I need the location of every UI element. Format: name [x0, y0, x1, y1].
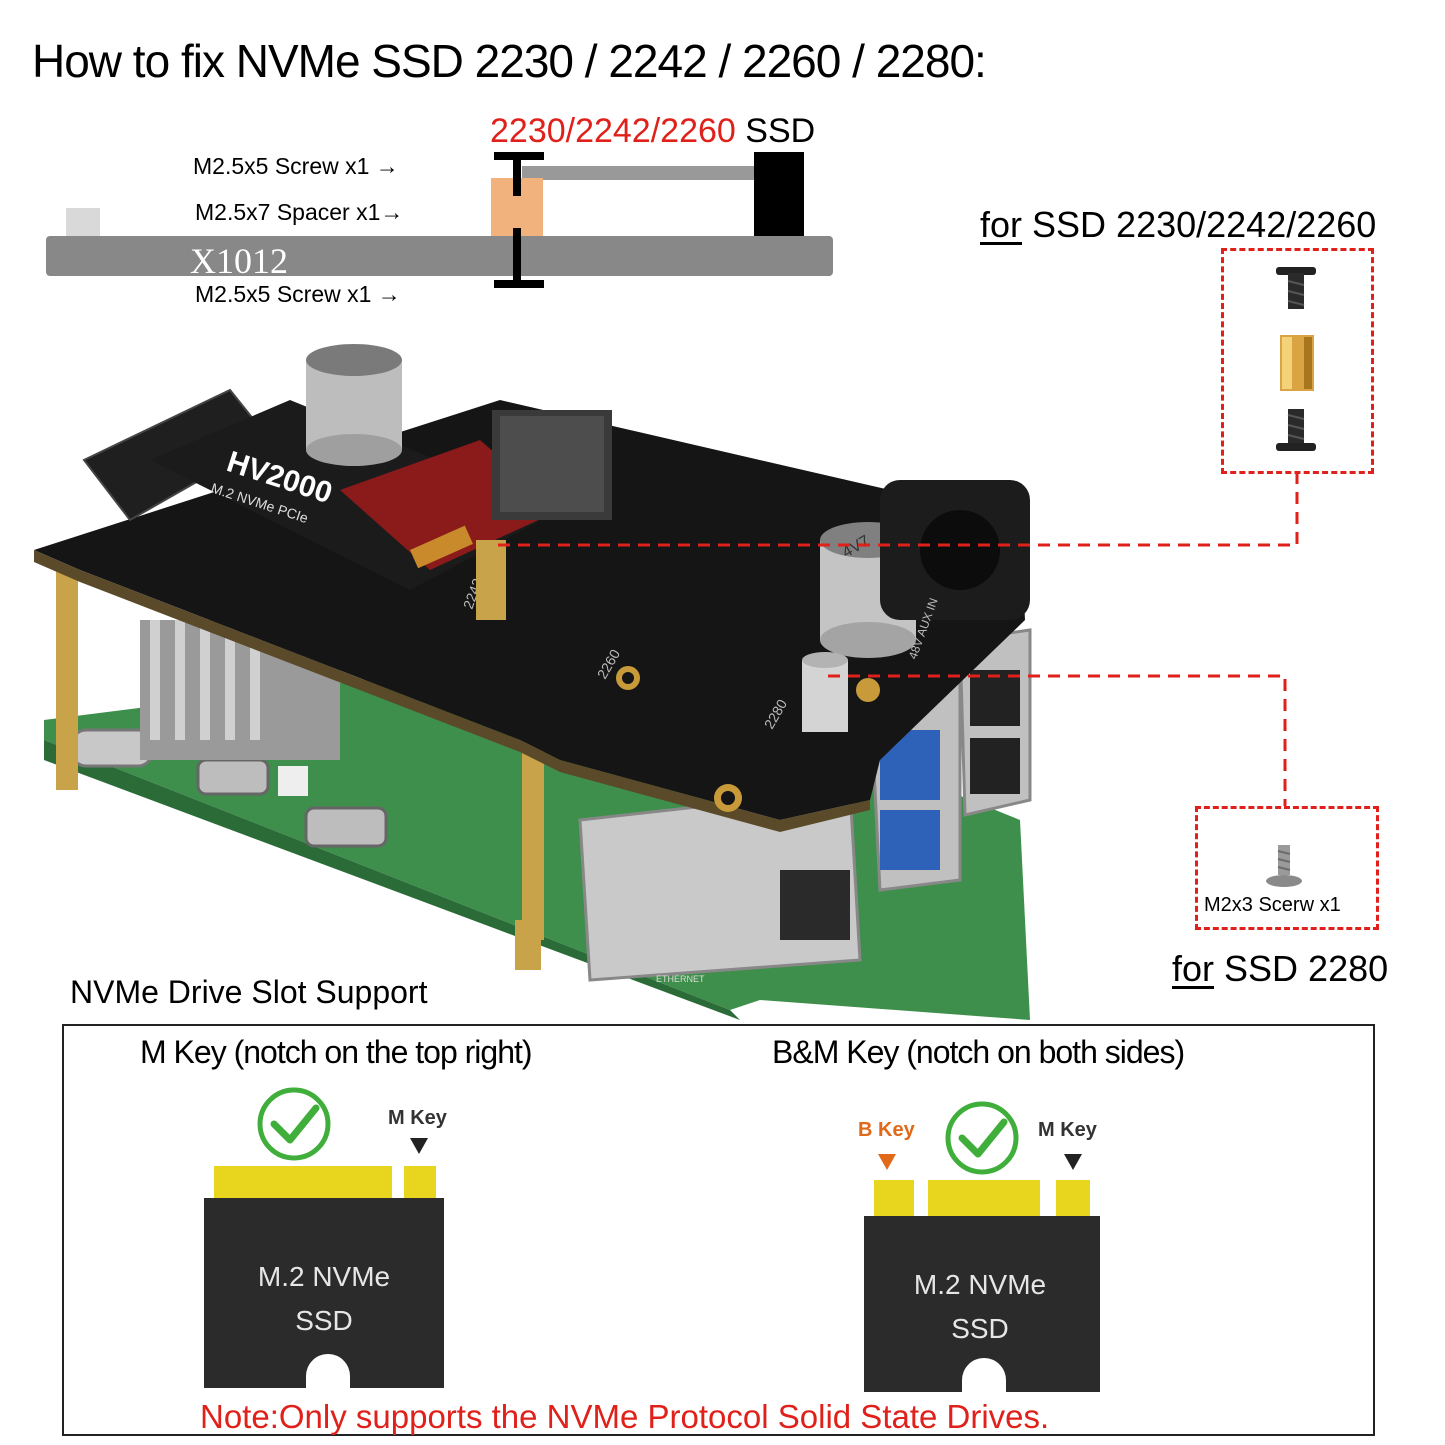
- spacer-label: M2.5x7 Spacer x1→: [195, 199, 404, 225]
- b-key-tag: B Key: [858, 1119, 916, 1141]
- x1012-board-bar: [46, 236, 833, 276]
- kit-a-ssd: SSD 2230/2242/2260: [1032, 204, 1377, 245]
- mounting-hole: [856, 678, 880, 702]
- brass-standoff: [476, 540, 506, 620]
- callout-lines: [498, 474, 1299, 806]
- micro-hdmi-port: [304, 806, 388, 848]
- ssd-size-label: 2230/2242/2260 SSD: [490, 112, 815, 151]
- brass-standoff: [522, 740, 544, 940]
- ethernet-port: ETHERNET: [578, 788, 862, 984]
- m-card-line1: M.2 NVMe: [258, 1261, 390, 1292]
- ssd-end-connector: [754, 152, 804, 236]
- m-key-tag: M Key: [388, 1107, 448, 1129]
- kit-b-for: for: [1172, 948, 1215, 989]
- product-photo: ETHERNET: [34, 344, 1032, 1020]
- bm-card-line1: M.2 NVMe: [914, 1269, 1046, 1300]
- bm-key-title: B&M Key (notch on both sides): [772, 1034, 1185, 1070]
- support-section-title: NVMe Drive Slot Support: [70, 974, 428, 1010]
- protocol-note: Note:Only supports the NVMe Protocol Sol…: [200, 1398, 1050, 1435]
- bottom-screw-label: M2.5x5 Screw x1 →: [195, 281, 401, 307]
- b-key-arrow-icon: [878, 1154, 896, 1170]
- board-name-label: X1012: [190, 241, 288, 281]
- silver-standoff: [802, 660, 848, 732]
- kit-a-parts: [1276, 267, 1316, 451]
- top-screw-shaft: [513, 156, 521, 196]
- kit-b-box: [1195, 806, 1379, 930]
- kit-a-label: for SSD 2230/2242/2260: [980, 204, 1376, 246]
- ssd-size-list: 2230/2242/2260: [490, 112, 736, 150]
- nvme-ssd: HV2000 M.2 NVMe PCIe: [150, 400, 560, 590]
- screw-icon: [1276, 267, 1316, 309]
- page-title: How to fix NVMe SSD 2230 / 2242 / 2260 /…: [32, 35, 987, 87]
- ssd-card-body: [204, 1204, 444, 1388]
- kit-b-label: for SSD 2280: [1172, 948, 1388, 990]
- bottom-screw-shaft: [513, 228, 521, 282]
- board-tab-light: [66, 208, 100, 238]
- support-frame: [62, 1024, 1375, 1436]
- callout-line-a: [498, 474, 1299, 547]
- bottom-screw-head: [494, 280, 544, 288]
- small-screw-icon: [1266, 845, 1302, 887]
- ethernet-silk: ETHERNET: [656, 974, 705, 984]
- bm-card-line2: SSD: [951, 1313, 1009, 1344]
- ssd-card-body: [864, 1216, 1100, 1392]
- brass-standoff: [56, 570, 78, 790]
- gold-contacts: [214, 1166, 392, 1204]
- m-key-tag-2: M Key: [1038, 1119, 1098, 1141]
- ssd-word: SSD: [745, 112, 816, 150]
- bm-key-card: B Key M Key M.2 NVMe SSD: [858, 1101, 1100, 1392]
- kit-a-for: for: [980, 204, 1023, 245]
- kit-a-box: [1221, 248, 1374, 474]
- m-key-title: M Key (notch on the top right): [140, 1034, 533, 1070]
- gold-contacts: [874, 1180, 914, 1216]
- capacitor: [306, 344, 402, 466]
- m-key-card: M Key M.2 NVMe SSD: [204, 1087, 448, 1388]
- brass-standoff: [515, 920, 541, 970]
- small-screw-label: M2x3 Scerw x1: [1204, 894, 1341, 916]
- kit-b-ssd: SSD 2280: [1224, 948, 1389, 989]
- check-icon: [257, 1087, 331, 1161]
- screw-icon: [1276, 409, 1316, 451]
- ssd-card-bar: [522, 166, 758, 180]
- m-key-arrow-icon: [1064, 1154, 1082, 1170]
- m-key-arrow-icon: [410, 1138, 428, 1154]
- mounting-diagram: [46, 152, 833, 288]
- top-screw-label: M2.5x5 Screw x1 →: [193, 153, 399, 179]
- m-card-line2: SSD: [295, 1305, 353, 1336]
- callout-line-b: [828, 674, 1287, 806]
- check-icon: [945, 1101, 1019, 1175]
- spacer-icon: [1280, 335, 1314, 391]
